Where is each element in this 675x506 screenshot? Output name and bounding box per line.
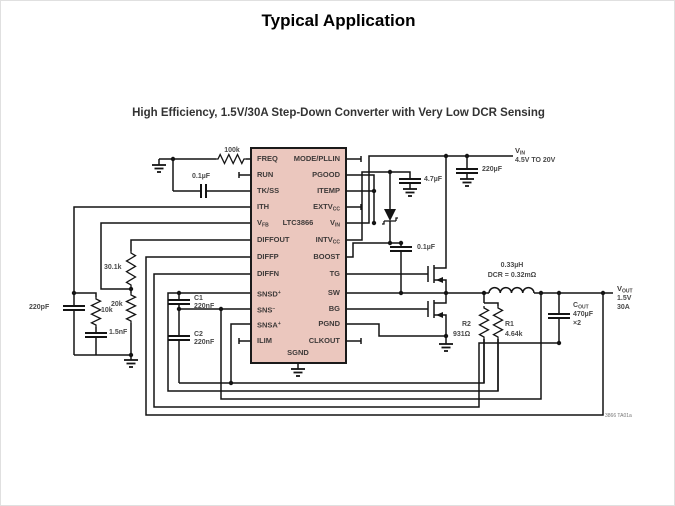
r1-value-label: 4.64k: [505, 331, 523, 338]
inductor-value-label: 0.33µH: [500, 262, 524, 269]
ic-pin-intv: INTVCC: [315, 235, 340, 246]
ic-pin-diffp: DIFFP: [257, 252, 279, 261]
vout-current-label: 30A: [617, 304, 630, 311]
input-cap-label: 220µF: [482, 166, 502, 173]
r2-name-label: R2: [462, 321, 471, 328]
boost-diode-icon: [382, 209, 398, 225]
ic-pin-extv: EXTVCC: [313, 202, 340, 213]
comp-resistor-label: 10k: [101, 307, 113, 314]
softstart-cap-label: 0.1µF: [192, 173, 211, 180]
ic-pin-tk-ss: TK/SS: [257, 186, 280, 195]
ic-pin-bg: BG: [328, 304, 340, 313]
ic-body: [250, 147, 347, 364]
r1-name-label: R1: [505, 321, 514, 328]
component-shapes: [63, 153, 570, 377]
page-title: Typical Application: [261, 11, 416, 30]
ic-pin-tg: TG: [329, 269, 340, 278]
ic-pin-itemp: ITEMP: [317, 186, 340, 195]
cout-name-label: COUT: [573, 302, 589, 311]
fb-top-resistor-label: 30.1k: [104, 264, 122, 271]
ic-pin-clkout: CLKOUT: [308, 336, 340, 345]
vin-net-label: VIN: [515, 146, 526, 157]
ic-pin-sw: SW: [327, 288, 340, 297]
cout-mult-label: ×2: [573, 320, 581, 327]
ic-pin-mode-pllin: MODE/PLLIN: [293, 154, 340, 163]
ic-pin-sns: SNS−: [257, 305, 276, 315]
ic-pin-pgood: PGOOD: [312, 170, 340, 179]
ic-pin-v: VFB: [257, 218, 269, 229]
figure-id-label: 3866 TA01a: [605, 413, 632, 419]
intvcc-cap-label: 4.7µF: [424, 176, 443, 183]
c2-name-label: C2: [194, 331, 203, 338]
ic-pin-sgnd: SGND: [287, 348, 309, 357]
comp-cap1-label: 220pF: [29, 304, 50, 311]
r2-value-label: 931Ω: [453, 331, 471, 338]
ic-part-number: LTC3866: [282, 218, 314, 227]
ic-pin-snsd: SNSD+: [257, 289, 281, 299]
ic-pin-boost: BOOST: [313, 252, 340, 261]
vin-range-label: 4.5V TO 20V: [515, 157, 556, 164]
ic-pin-v: VIN: [329, 218, 340, 229]
bottom-mosfet-arrow-icon: [436, 312, 443, 318]
ic-pin-pgnd: PGND: [318, 319, 340, 328]
ic-pin-diffout: DIFFOUT: [257, 235, 290, 244]
c1-name-label: C1: [194, 295, 203, 302]
top-mosfet-arrow-icon: [436, 277, 443, 283]
c1-value-label: 220nF: [194, 303, 215, 310]
freq-resistor-label: 100k: [224, 147, 240, 154]
junction-dots: [71, 153, 606, 386]
ic-pin-run: RUN: [257, 170, 274, 179]
cout-value-label: 470µF: [573, 311, 593, 318]
inductor-dcr-label: DCR = 0.32mΩ: [487, 272, 537, 279]
fb-bottom-resistor-label: 20k: [111, 301, 123, 308]
wires: [73, 155, 613, 416]
ic-pin-freq: FREQ: [257, 154, 278, 163]
vout-voltage-label: 1.5V: [617, 295, 632, 302]
c2-value-label: 220nF: [194, 339, 215, 346]
ic-pin-ilim: ILIM: [257, 336, 272, 345]
ic-pin-snsa: SNSA+: [257, 320, 281, 330]
comp-cap2-label: 1.5nF: [109, 329, 128, 336]
ic-pin-diffn: DIFFN: [257, 269, 280, 278]
ic-pin-ith: ITH: [257, 202, 270, 211]
boost-cap-label: 0.1µF: [417, 244, 436, 251]
vout-net-label: VOUT: [617, 284, 633, 295]
circuit-subtitle: High Efficiency, 1.5V/30A Step-Down Conv…: [132, 107, 545, 119]
